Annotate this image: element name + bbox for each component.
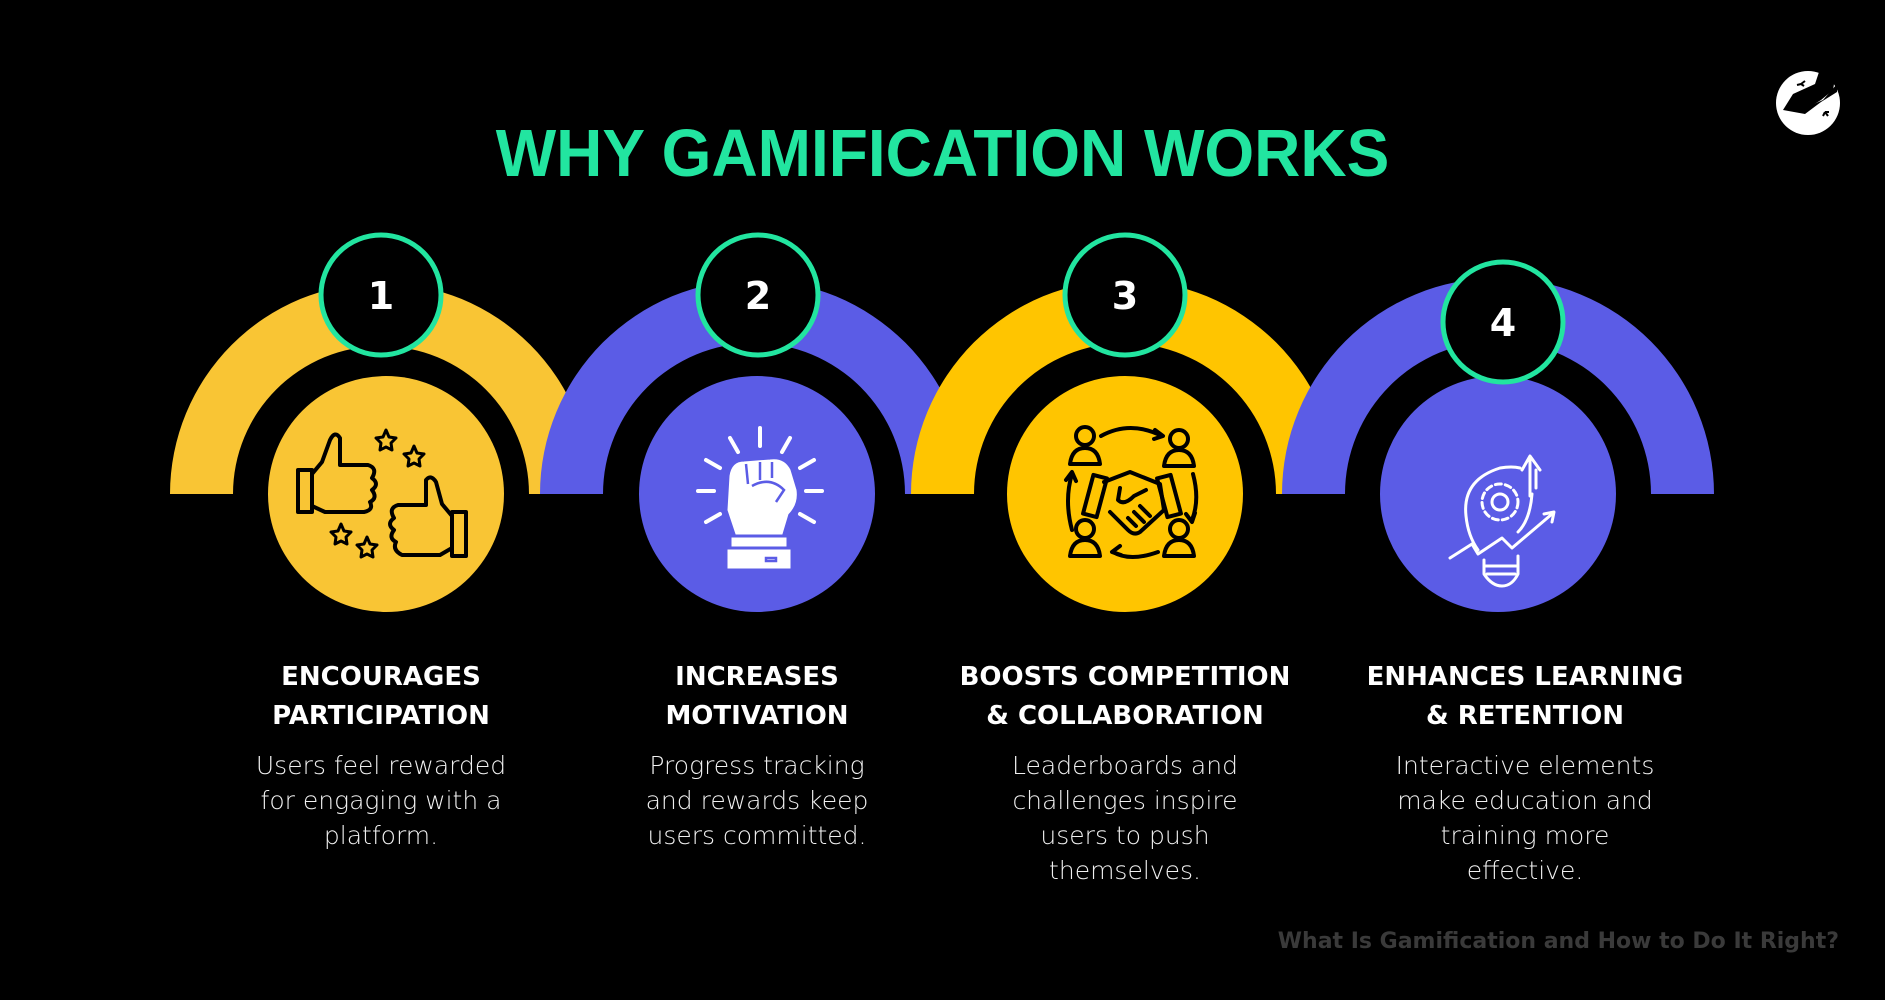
step-3-text: BOOSTS COMPETITION & COLLABORATION Leade…: [945, 658, 1305, 888]
step-3-description: Leaderboards and challenges inspire user…: [1012, 751, 1238, 885]
step-4-description: Interactive elements make education and …: [1395, 751, 1655, 885]
step-1-description: Users feel rewarded for engaging with a …: [255, 751, 507, 850]
page-title: WHY GAMIFICATION WORKS: [495, 115, 1390, 191]
svg-text:2: 2: [745, 274, 771, 318]
number-badge-1: 1: [318, 232, 444, 358]
footer-caption: What Is Gamification and How to Do It Ri…: [1277, 929, 1839, 954]
arc-step-3: [911, 280, 1339, 494]
handshake-team-icon: [1064, 425, 1199, 559]
step-1-heading: ENCOURAGES PARTICIPATION: [272, 662, 490, 731]
svg-text:4: 4: [1490, 301, 1516, 345]
step-4-text: ENHANCES LEARNING & RETENTION Interactiv…: [1345, 658, 1705, 888]
step-2-text: INCREASES MOTIVATION Progress tracking a…: [607, 658, 907, 853]
icon-circle-3: [1007, 376, 1243, 612]
svg-text:3: 3: [1112, 274, 1138, 318]
arc-step-1: [170, 283, 592, 494]
step-3-heading: BOOSTS COMPETITION & COLLABORATION: [959, 662, 1291, 731]
step-4-heading: ENHANCES LEARNING & RETENTION: [1366, 662, 1684, 731]
arc-step-2: [540, 280, 968, 494]
lizard-badge-icon: [1776, 71, 1840, 135]
arc-step-4: [1282, 278, 1714, 494]
thumbs-up-stars-icon: [296, 428, 468, 559]
step-1-text: ENCOURAGES PARTICIPATION Users feel rewa…: [231, 658, 531, 853]
number-badge-4: 4: [1440, 259, 1566, 385]
number-badge-2: 2: [695, 232, 821, 358]
step-2-heading: INCREASES MOTIVATION: [665, 662, 849, 731]
svg-text:1: 1: [368, 274, 394, 318]
number-badge-3: 3: [1062, 232, 1188, 358]
step-2-description: Progress tracking and rewards keep users…: [645, 751, 869, 850]
icon-circle-1: [268, 376, 504, 612]
raised-fist-icon: [696, 426, 824, 569]
lightbulb-gear-growth-icon: [1448, 454, 1556, 588]
